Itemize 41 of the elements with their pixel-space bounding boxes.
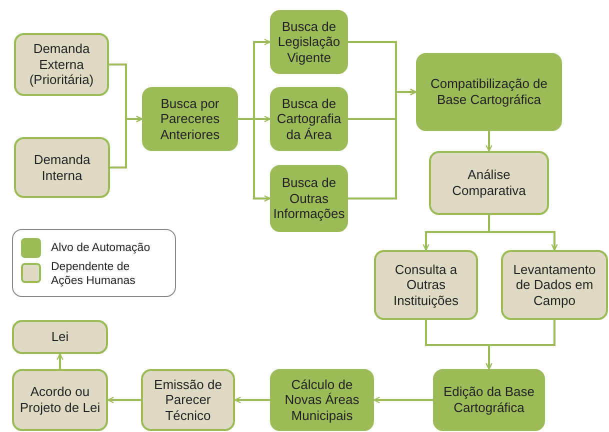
step-text: Busca de Outras Informações [273,175,345,222]
connector-arrow [107,396,141,404]
step-text: Lei [51,329,69,345]
step-text: Consulta a Outras Instituições [392,262,460,308]
connector-arrow [486,131,492,152]
automation-step-box [270,165,348,232]
automation-step-box [270,87,348,151]
step-text: Busca de Cartografia da Área [276,96,342,142]
automation-step-box [416,53,562,131]
automation-step-box [433,369,545,431]
step-text: Busca de Legislação Vigente [276,18,342,66]
manual-step-box [501,250,608,320]
connector-arrow [488,215,558,251]
automation-step-box [270,10,348,74]
step-text: Acordo ou Projeto de Lei [18,384,102,416]
connector-arrow [110,116,143,168]
connector-arrow [486,320,556,370]
legend-text: Alvo de Automação [51,241,152,256]
step-text: Levantamento de Dados em Campo [512,262,597,308]
automation-step-box [142,87,238,151]
step-text: Cálculo de Novas Áreas Municipais [284,376,360,424]
step-text: Demanda Externa (Prioritária) [28,41,95,88]
connector-arrow [373,396,433,404]
manual-step-box [374,250,478,320]
legend-text: Dependente de Ações Humanas [51,260,136,289]
manual-step-box [12,320,108,354]
step-text: Emissão de Parecer Técnico [153,376,223,424]
manual-step-box [429,151,549,215]
connector-arrow [56,353,64,369]
step-text: Análise Comparativa [451,167,527,199]
step-text: Busca por Pareceres Anteriores [159,96,221,142]
manual-step-box [14,33,109,96]
step-text: Compatibilização de Base Cartográfica [429,76,549,108]
automation-step-box [270,369,374,431]
manual-step-box [14,137,110,198]
connector-arrow [234,396,270,404]
manual-step-box [141,369,235,431]
manual-step-box [12,369,108,431]
connector-arrow [348,88,417,200]
step-text: Edição da Base Cartográfica [442,384,536,416]
step-text: Demanda Interna [32,152,92,184]
